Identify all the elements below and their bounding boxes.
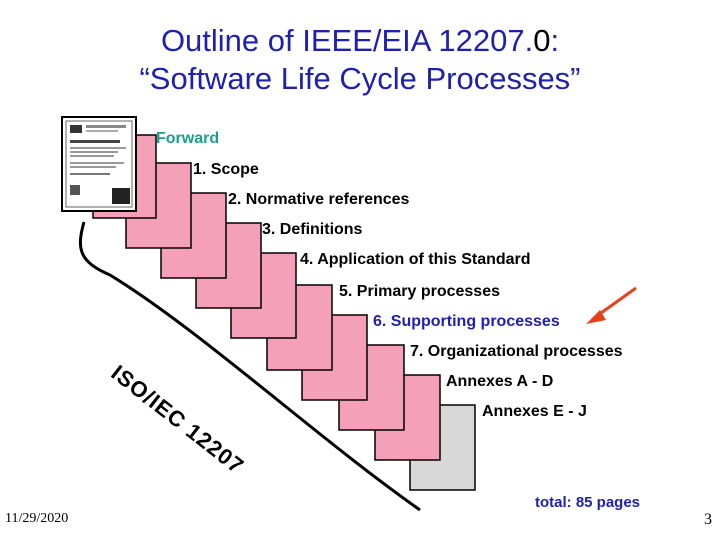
total-pages: total: 85 pages: [535, 494, 640, 511]
slide-page-number: 3: [704, 511, 712, 529]
section-scope: 1. Scope: [193, 161, 259, 179]
section-annexes-a-d: Annexes A - D: [446, 373, 553, 391]
section-normative-references: 2. Normative references: [228, 191, 409, 209]
slide-date: 11/29/2020: [5, 511, 68, 527]
section-organizational-processes: 7. Organizational processes: [410, 343, 623, 361]
section-forward: Forward: [156, 130, 219, 148]
section-definitions: 3. Definitions: [262, 221, 362, 239]
section-primary-processes: 5. Primary processes: [339, 283, 500, 301]
highlight-arrow: [586, 288, 636, 324]
section-supporting-processes: 6. Supporting processes: [373, 313, 560, 331]
section-annexes-e-j: Annexes E - J: [482, 403, 587, 421]
standard-cover-thumbnail: [62, 117, 136, 211]
section-application: 4. Application of this Standard: [300, 251, 531, 269]
